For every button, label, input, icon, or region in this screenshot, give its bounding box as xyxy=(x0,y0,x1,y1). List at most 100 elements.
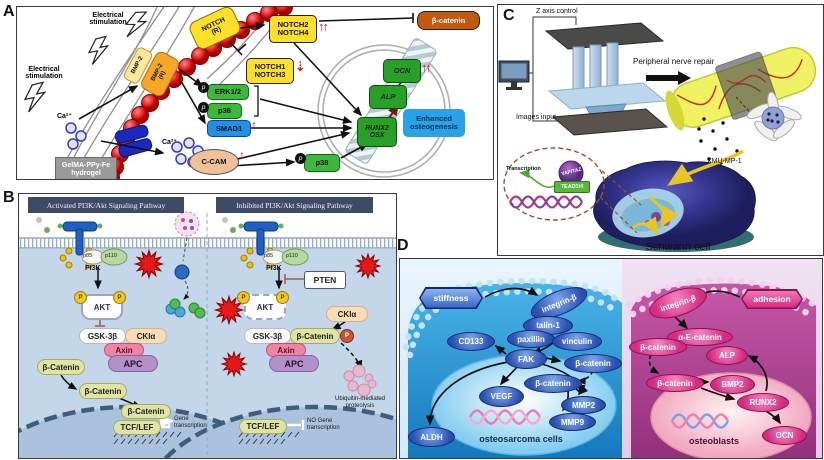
pi3k-label-left: PI3K xyxy=(85,265,101,272)
gsk3b-node-right: GSK-3β xyxy=(244,328,291,344)
xmu-mp1-label: XMU-MP-1 xyxy=(707,158,742,165)
apc-node-left: APC xyxy=(108,355,158,372)
panel-b-graphics xyxy=(19,211,396,458)
bioprinter-device xyxy=(544,22,669,136)
ckia-node-right: CKIα xyxy=(326,306,368,322)
akt-phospho-left-1: P xyxy=(74,291,87,304)
paxillin-node: paxillin xyxy=(507,330,555,348)
fiber-network xyxy=(56,7,288,179)
beta-catenin-cyto-left: β-catenin xyxy=(564,354,622,373)
panel-a-label: A xyxy=(3,3,15,20)
nerve-conduit xyxy=(665,46,817,131)
adhesion-node: adhesion xyxy=(741,289,803,309)
akt-phospho-right-2: P xyxy=(276,291,289,304)
ubiquitin-proteolysis-label: Ubiquitin-mediated proteolysis xyxy=(334,396,386,409)
notch2-notch4-node: NOTCH2 NOTCH4 xyxy=(269,15,317,43)
runx2-node: RUNX2 xyxy=(737,393,789,412)
beta-catenin-cyto-right: β-catenin xyxy=(629,338,687,356)
dna-hatch-right xyxy=(238,431,300,445)
tead-node: TEAD1/4 xyxy=(554,181,590,193)
alp-node: ALP xyxy=(369,85,407,109)
beta-catenin-nuclear-left-d: β-catenin xyxy=(524,374,582,393)
ccam-node: C-CAM xyxy=(189,149,239,175)
mmp9-node: MMP9 xyxy=(549,413,596,431)
vegf-node: VEGF xyxy=(479,386,524,407)
schwann-cell-sketch xyxy=(746,91,802,142)
z-axis-control-label: Z axis control xyxy=(536,8,578,15)
gene-transcription-label: Gene transcription xyxy=(174,416,207,429)
beta-catenin-nuclear-left: β-Catenin xyxy=(121,404,171,419)
transcription-arrows xyxy=(160,415,305,430)
ocn-up-indicator: ↑↑ xyxy=(421,60,432,75)
nerve-repair-arrow xyxy=(646,71,691,85)
no-gene-transcription-label: NO Gene transcription xyxy=(307,418,340,431)
beta-catenin-cyto-left-1: β-Catenin xyxy=(37,359,85,375)
alpha-e-catenin-node: α-E-catenin xyxy=(667,328,733,346)
panel-b-label: B xyxy=(3,189,15,206)
pi3k-complex-right xyxy=(262,248,309,266)
hydrogel-label: GelMA-PPy-Fe hydrogel xyxy=(55,157,117,179)
notch1-notch3-node: NOTCH1 NOTCH3 xyxy=(246,58,294,84)
p110-label-left: p110 xyxy=(105,253,117,259)
nanoparticle xyxy=(174,211,200,237)
images-input-label: Images input xyxy=(516,114,557,121)
notch2-up-indicator: ↑↑ xyxy=(318,19,329,34)
monitor-icon xyxy=(498,60,530,90)
ckia-node-left: CKIα xyxy=(125,328,167,344)
gsk3b-node-left: GSK-3β xyxy=(79,328,126,344)
beta-catenin-right: β-Catenin xyxy=(290,328,340,344)
p85-label-left: p85 xyxy=(83,253,93,259)
schwann-cell-label: Schwann cell xyxy=(645,240,711,253)
akt-phospho-right-1: P xyxy=(237,291,250,304)
smad1-up-indicator: ↑ xyxy=(251,118,257,132)
alp-node-d: ALP xyxy=(706,346,748,365)
beta-catenin-phospho-badge: P xyxy=(340,329,354,343)
akt-phospho-left-2: P xyxy=(113,291,126,304)
tcf-lef-right: TCF/LEF xyxy=(239,419,287,434)
transcription-callout xyxy=(503,147,642,234)
fak-node: FAK xyxy=(505,349,547,369)
p110-label-right: p110 xyxy=(286,253,298,259)
p38-phospho-badge: p xyxy=(198,102,209,113)
smad1-node: SMAD1 xyxy=(207,120,251,137)
mmp2-node: MMP2 xyxy=(561,396,606,414)
dna-right xyxy=(670,413,730,429)
proteolysis-debris xyxy=(343,364,377,397)
panel-d: stiffness adhesion integrin-β talin-1 pa… xyxy=(399,258,823,459)
pi3k-complex-left xyxy=(81,248,128,266)
panel-a: Electrical stimulation Electrical stimul… xyxy=(16,6,494,180)
activated-pathway-header: Activated PI3K/Akt Signaling Pathway xyxy=(28,197,184,213)
akt-node-right: AKT xyxy=(244,294,286,320)
osteosarcoma-cells-label: osteosarcoma cells xyxy=(479,433,563,444)
stiffness-node: stiffness xyxy=(419,287,483,309)
panel-a-graphics xyxy=(24,7,451,179)
beta-catenin-node: β-catenin xyxy=(417,11,480,30)
electrical-stimulation-label-left: Electrical stimulation xyxy=(25,66,63,80)
p38-lower-node: p38 xyxy=(304,154,340,172)
stiffness-label: stiffness xyxy=(420,288,482,308)
enhanced-osteogenesis-node: Enhanced osteogenesis xyxy=(403,109,465,137)
beta-catenin-nuclear-right: β-catenin xyxy=(646,374,704,392)
panel-c-label: C xyxy=(503,7,515,24)
p38-node: p38 xyxy=(207,103,242,119)
apc-node-right: APC xyxy=(269,355,319,372)
released-molecules xyxy=(165,298,206,319)
tcf-lef-left: TCF/LEF xyxy=(113,420,161,435)
panel-d-label: D xyxy=(397,237,409,254)
calcium-label-left: Ca²⁺ xyxy=(57,113,72,120)
extracellular-particles xyxy=(36,217,236,233)
beta-catenin-cyto-left-2: β-Catenin xyxy=(79,383,127,399)
pten-node: PTEN xyxy=(304,271,346,289)
vinculin-node: vinculin xyxy=(552,332,602,351)
pi3k-label-right: PI3K xyxy=(266,265,282,272)
p38-lower-phospho-badge: p xyxy=(295,153,306,164)
panel-c-graphics xyxy=(498,16,817,252)
aldh-node: ALDH xyxy=(408,427,455,447)
membrane-beads-left xyxy=(402,277,625,359)
adhesion-label: adhesion xyxy=(742,290,802,308)
bmp2-node-d: BMP2 xyxy=(710,375,755,394)
panel-b: Activated PI3K/Akt Signaling Pathway Inh… xyxy=(18,193,397,459)
inhibited-pathway-header: Inhibited PI3K/Akt Signaling Pathway xyxy=(216,197,373,213)
electrical-stimulation-label-top: Electrical stimulation xyxy=(89,12,127,26)
